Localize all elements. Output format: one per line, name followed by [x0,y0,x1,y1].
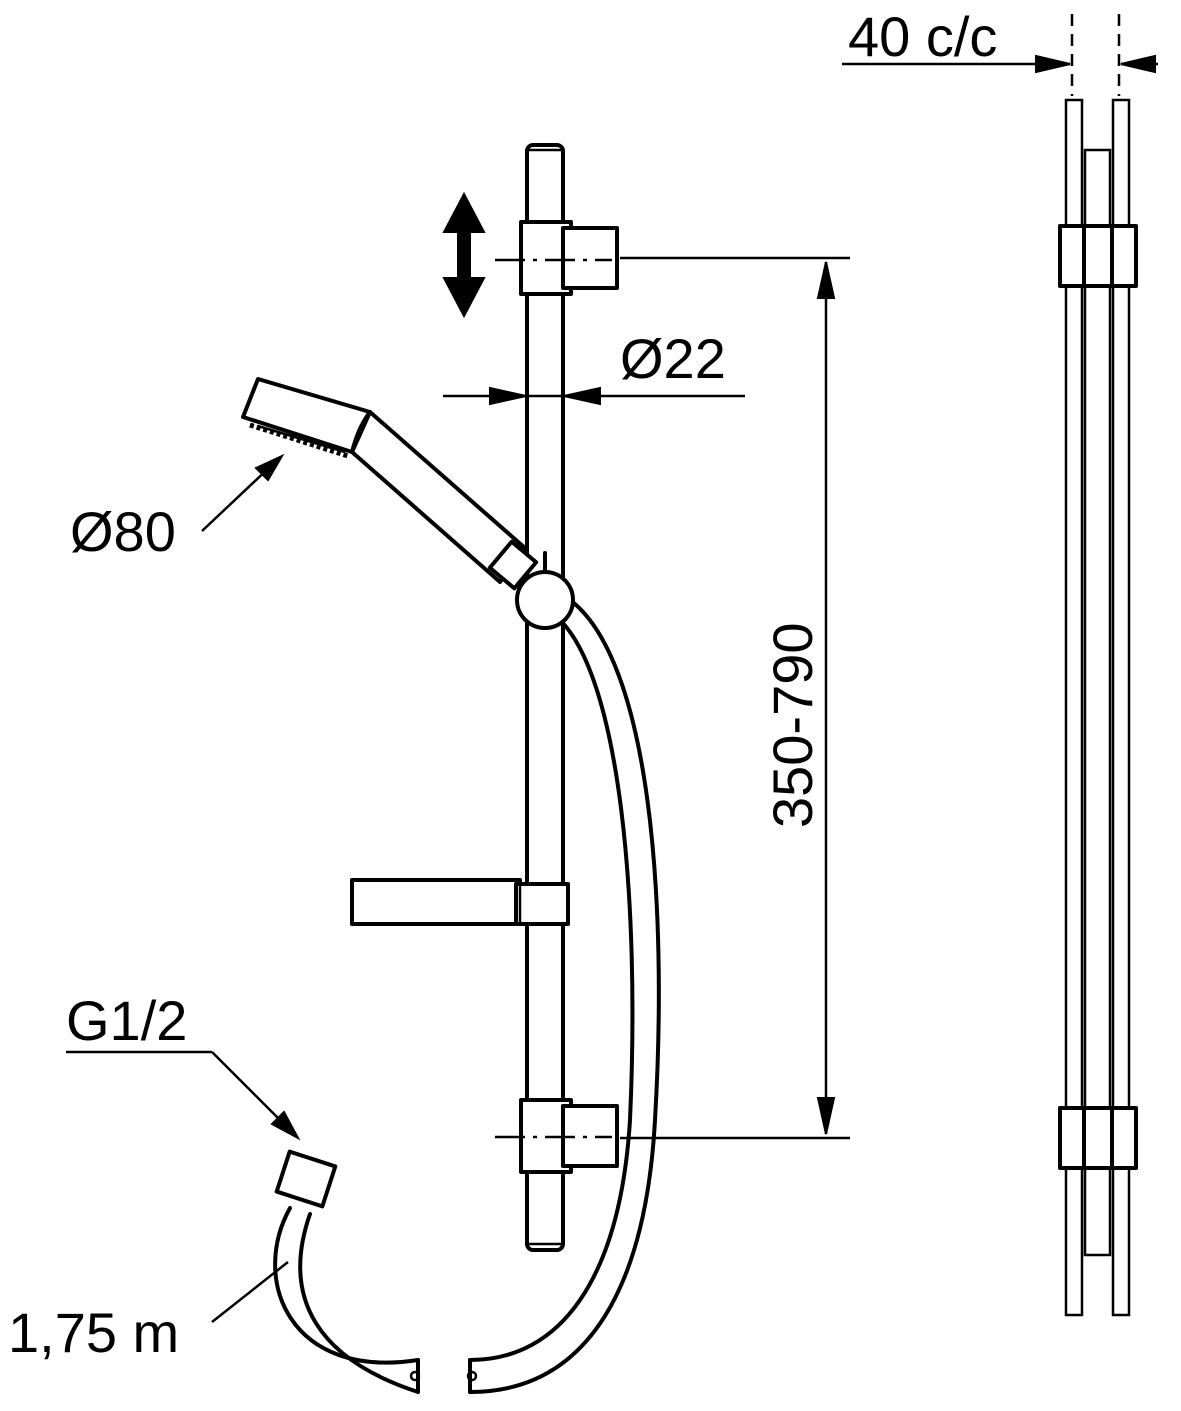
slide-rail [525,143,565,1252]
center-distance-dimension [842,14,1158,96]
rail-diameter-label: Ø22 [620,327,726,390]
rail-diameter-dimension [443,386,745,406]
connection-label: G1/2 [66,989,187,1052]
slider-holder [515,551,575,630]
hose-length-label: 1,75 m [8,1301,179,1364]
spacing-label: 40 c/c [848,5,997,68]
side-view-rails [1058,98,1138,1317]
spray-nozzles [249,422,349,459]
upper-wall-bracket [495,220,619,296]
adjust-double-arrow [442,191,486,319]
adjust-range-label: 350-790 [761,622,824,828]
height-dimension [620,256,850,1140]
head-diameter-leader [201,453,285,532]
hose-length-leader [211,1261,289,1323]
loose-hose [273,1149,421,1394]
shower-hose [466,598,661,1394]
lower-wall-bracket [495,1098,619,1174]
connection-leader [66,1050,301,1141]
head-diameter-label: Ø80 [70,500,176,563]
soap-shelf [350,878,570,926]
hand-shower [241,377,539,591]
